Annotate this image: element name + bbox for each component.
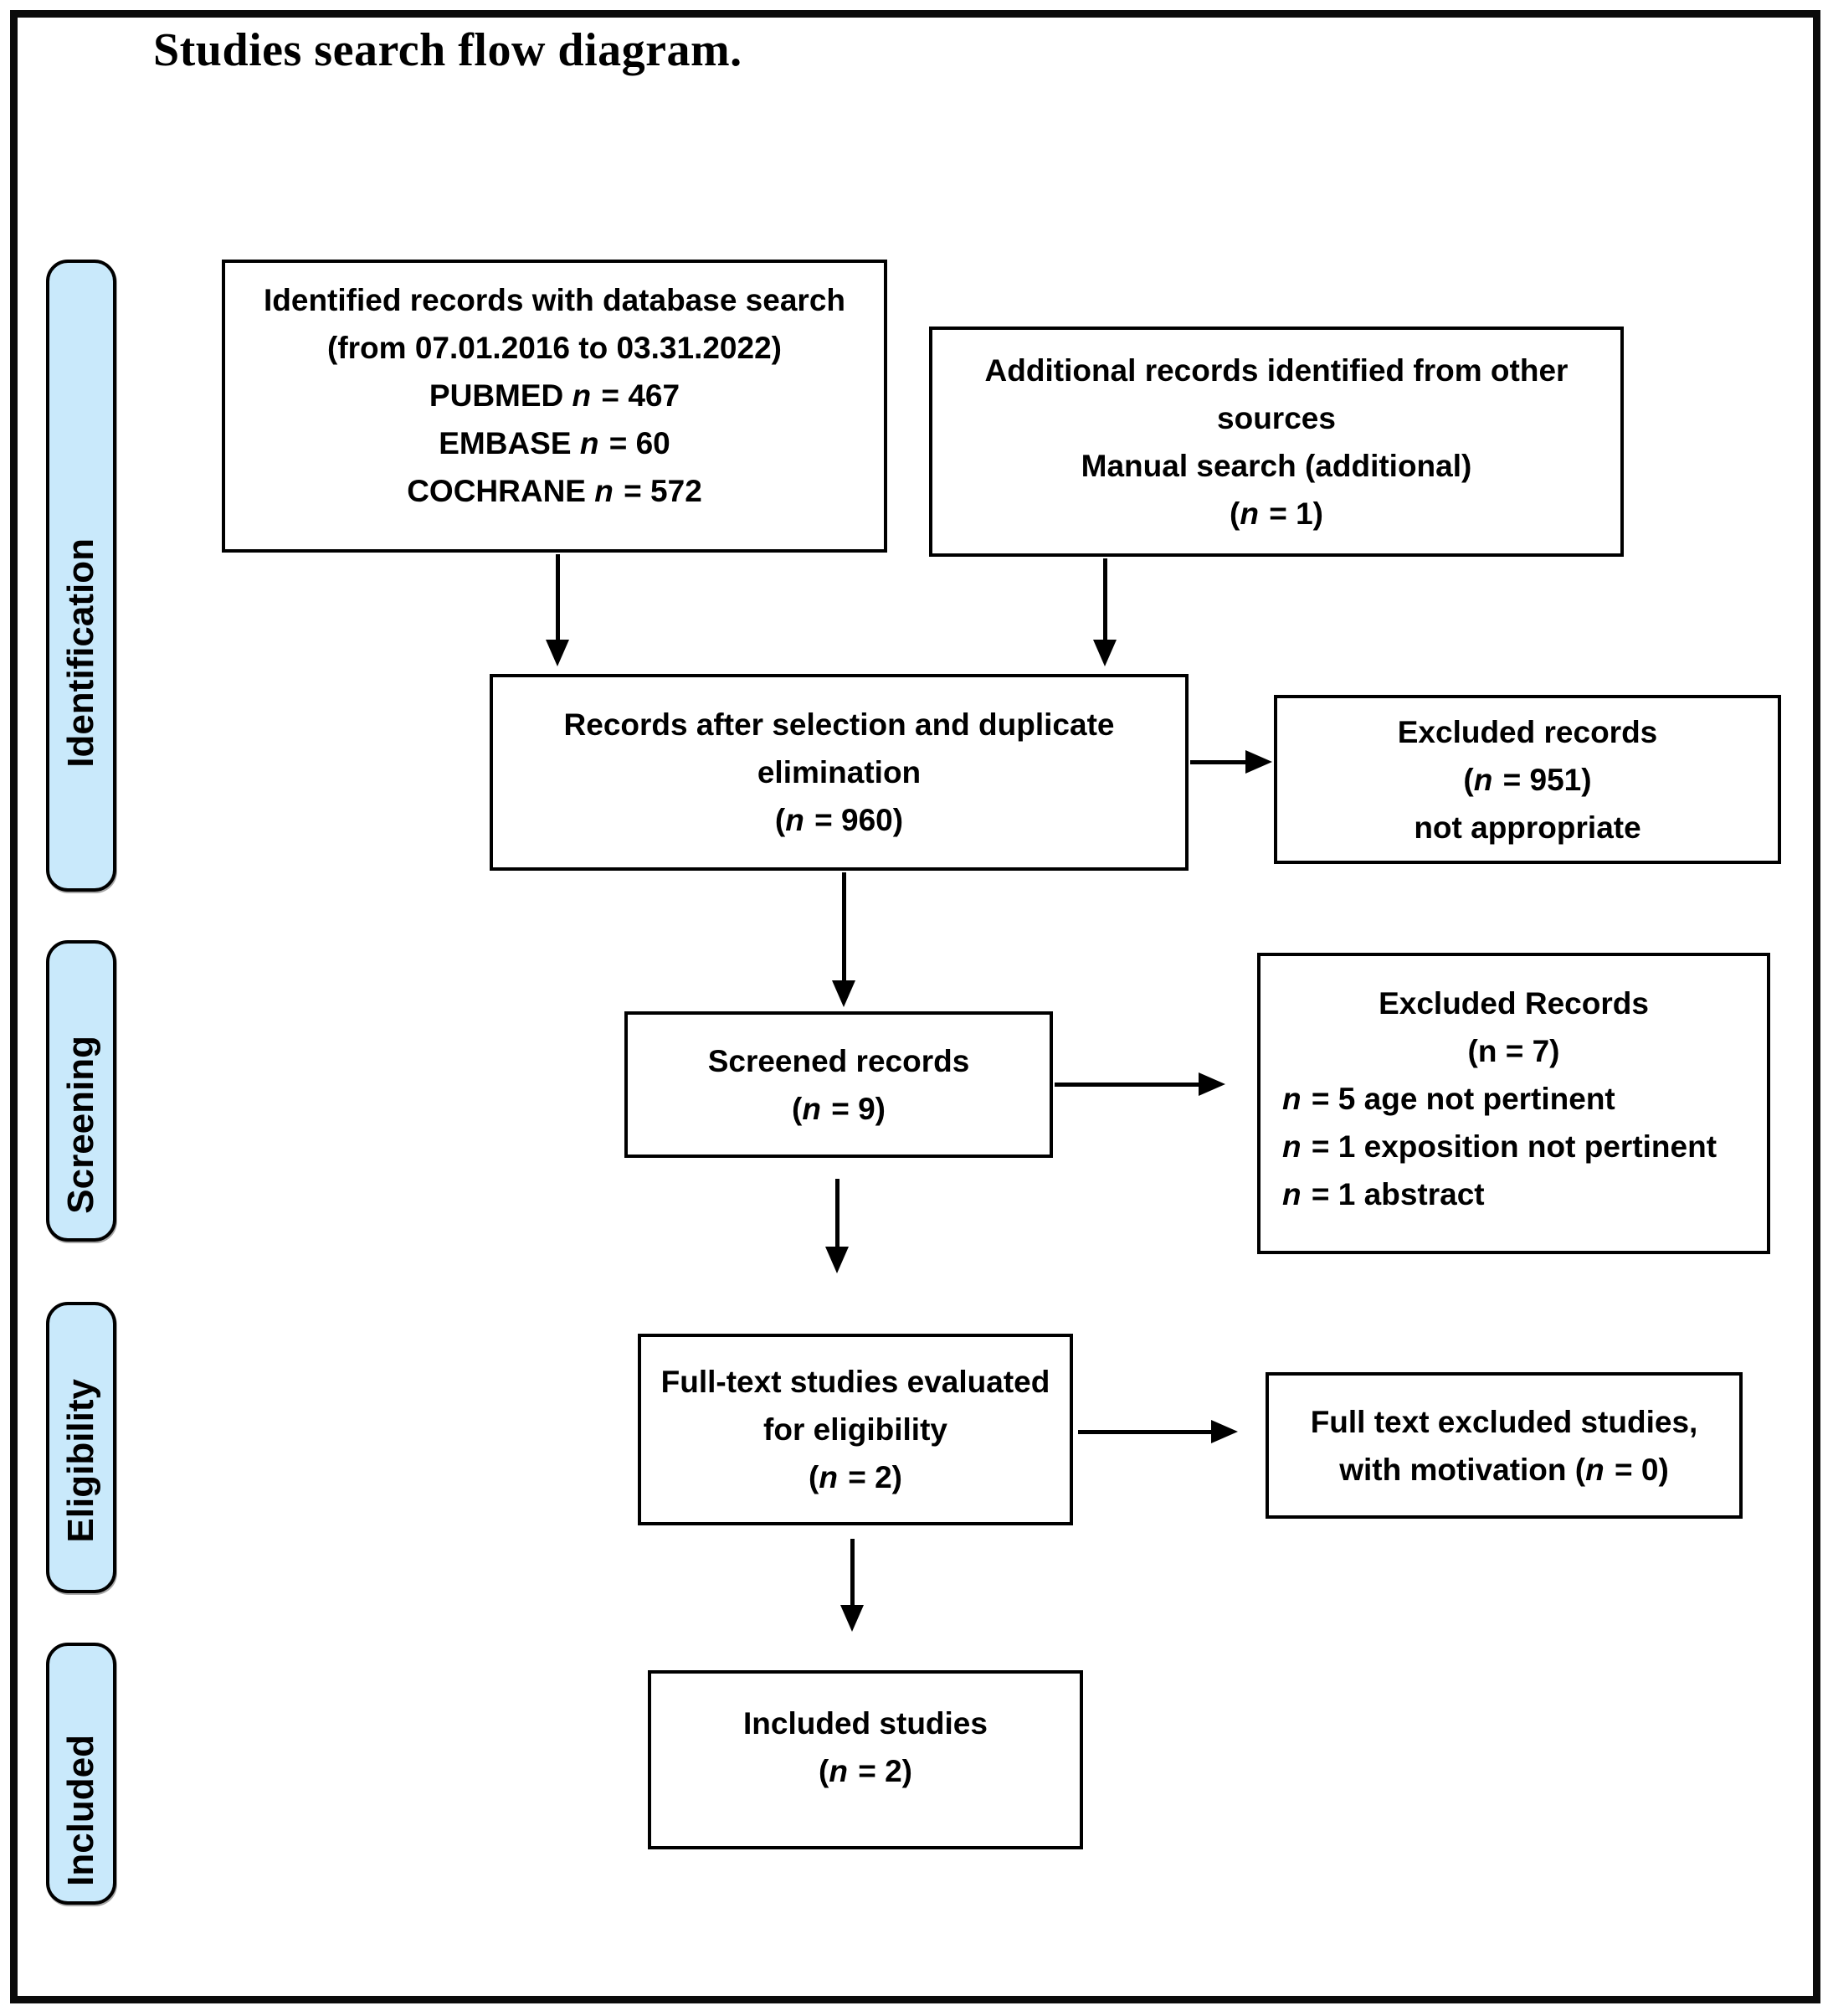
box-records-after-dedup: Records after selection and duplicate eli… [490,674,1189,871]
stage-identification: Identification [46,260,116,892]
figure-title: Studies search flow diagram. [153,24,742,76]
arrow-line [556,554,560,640]
arrow-head-down-icon [546,640,569,666]
box-text-line: (n = 9) [791,1091,886,1126]
arrow-line [842,872,846,981]
arrow-line [1103,558,1107,640]
box-text-line: n = 1 abstract [1282,1177,1485,1211]
box-text-line: (from 07.01.2016 to 03.31.2022) [327,330,782,365]
stage-eligibility-label: Eligibility [60,1379,101,1543]
box-text-line: elimination [757,755,922,789]
box-text-line: sources [1217,400,1336,435]
box-additional-records: Additional records identified from other… [929,327,1624,557]
box-text-line: Identified records with database search [264,282,845,317]
arrow-line [835,1179,839,1247]
arrow-line [850,1539,855,1606]
arrow-head-right-icon [1211,1420,1238,1443]
box-text-line: n = 5 age not pertinent [1282,1082,1615,1116]
stage-included: Included [46,1643,116,1905]
arrow-head-right-icon [1199,1072,1225,1096]
box-fulltext-excluded: Full text excluded studies, with motivati… [1266,1372,1743,1519]
stage-included-label: Included [60,1735,101,1886]
box-text-line: (n = 960) [774,803,904,837]
box-excluded-screening: Excluded Records (n = 7) n = 5 age not per… [1257,953,1770,1254]
box-text-line: not appropriate [1414,810,1641,845]
box-text-line: Screened records [707,1043,970,1078]
stage-identification-label: Identification [60,537,101,768]
box-text-line: for eligibility [763,1412,947,1447]
box-text-line: PUBMED n = 467 [429,378,680,413]
box-text-line: (n = 2) [808,1460,902,1494]
box-text-line: Full text excluded studies, [1310,1404,1698,1439]
box-text-line: (n = 2) [818,1754,912,1788]
box-fulltext-evaluated: Full-text studies evaluated for eligibili… [638,1334,1073,1525]
box-text-line: n = 1 exposition not pertinent [1282,1129,1717,1164]
box-text-line: Included studies [743,1706,988,1741]
arrow-head-down-icon [832,980,855,1007]
box-identified-records: Identified records with database search (… [222,260,887,553]
box-text-line: Additional records identified from other [984,352,1569,388]
box-text-line: Records after selection and duplicate [563,707,1115,742]
box-text-line: (n = 1) [1229,496,1323,531]
box-text-line: Manual search (additional) [1081,448,1472,483]
arrow-head-down-icon [1093,640,1117,666]
stage-screening-label: Screening [60,1035,101,1214]
arrow-head-down-icon [825,1247,849,1273]
box-screened-records: Screened records (n = 9) [624,1011,1053,1158]
box-text-line: Excluded records [1397,714,1658,749]
box-text-line: EMBASE n = 60 [439,425,670,460]
box-text-line: Excluded Records [1379,986,1649,1021]
box-excluded-not-appropriate: Excluded records (n = 951) not appropriate [1274,695,1781,864]
box-text-line: (n = 7) [1467,1034,1560,1068]
arrow-line [1078,1430,1214,1434]
arrow-line [1190,760,1247,764]
figure-border [10,10,1820,2003]
stage-screening: Screening [46,940,116,1242]
box-text-line: COCHRANE n = 572 [407,473,702,508]
box-text-line: (n = 951) [1463,762,1592,797]
box-text-line: with motivation (n = 0) [1339,1452,1669,1487]
box-text-line: Full-text studies evaluated [660,1365,1050,1399]
arrow-line [1055,1083,1200,1087]
stage-eligibility: Eligibility [46,1302,116,1593]
arrow-head-right-icon [1245,750,1272,774]
arrow-head-down-icon [840,1605,864,1632]
box-included-studies: Included studies (n = 2) [648,1670,1083,1849]
